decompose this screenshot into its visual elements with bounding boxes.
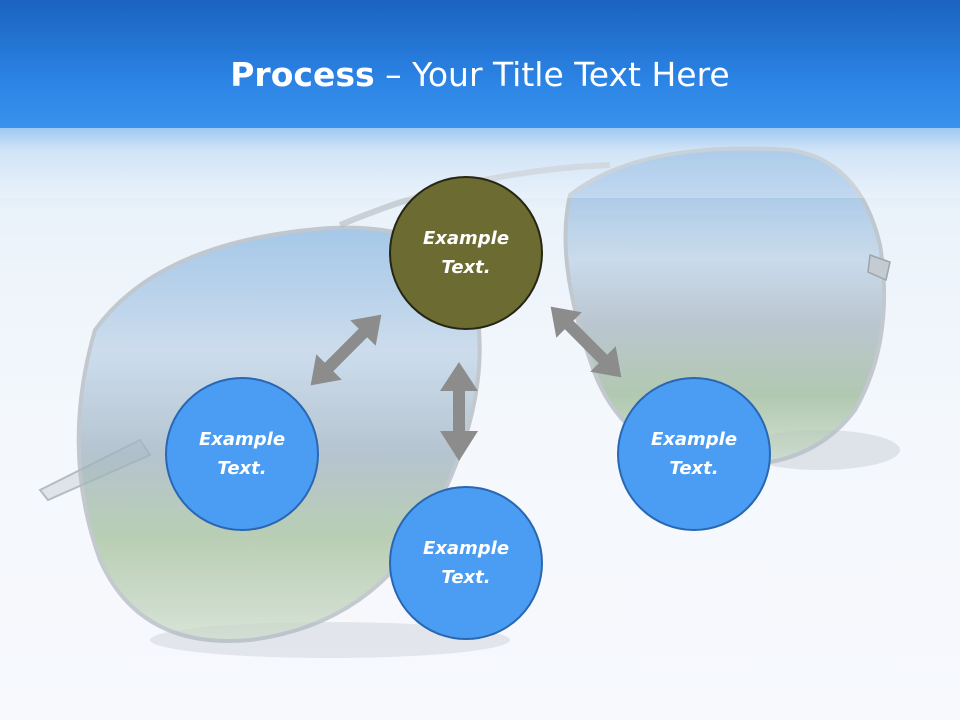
process-node-left[interactable]: Example Text. (165, 377, 319, 531)
vertical-double-arrow-icon (440, 362, 478, 461)
diagonal-arrow-left-icon (310, 314, 382, 386)
slide-title: Process – Your Title Text Here (0, 52, 960, 98)
node-bottom-line1: Example (422, 538, 510, 559)
process-node-top[interactable]: Example Text. (389, 176, 543, 330)
node-top-line2: Text. (441, 257, 491, 278)
node-bottom-line2: Text. (441, 567, 491, 588)
header-bar (0, 0, 960, 128)
process-node-right[interactable]: Example Text. (617, 377, 771, 531)
title-bold: Process (230, 55, 375, 94)
diagonal-arrow-right-icon (550, 306, 622, 378)
process-node-bottom[interactable]: Example Text. (389, 486, 543, 640)
node-left-line1: Example (198, 429, 286, 450)
node-top-line1: Example (422, 228, 510, 249)
node-right-line1: Example (650, 429, 738, 450)
title-rest: – Your Title Text Here (374, 55, 730, 94)
node-right-line2: Text. (669, 458, 719, 479)
node-left-line2: Text. (217, 458, 267, 479)
